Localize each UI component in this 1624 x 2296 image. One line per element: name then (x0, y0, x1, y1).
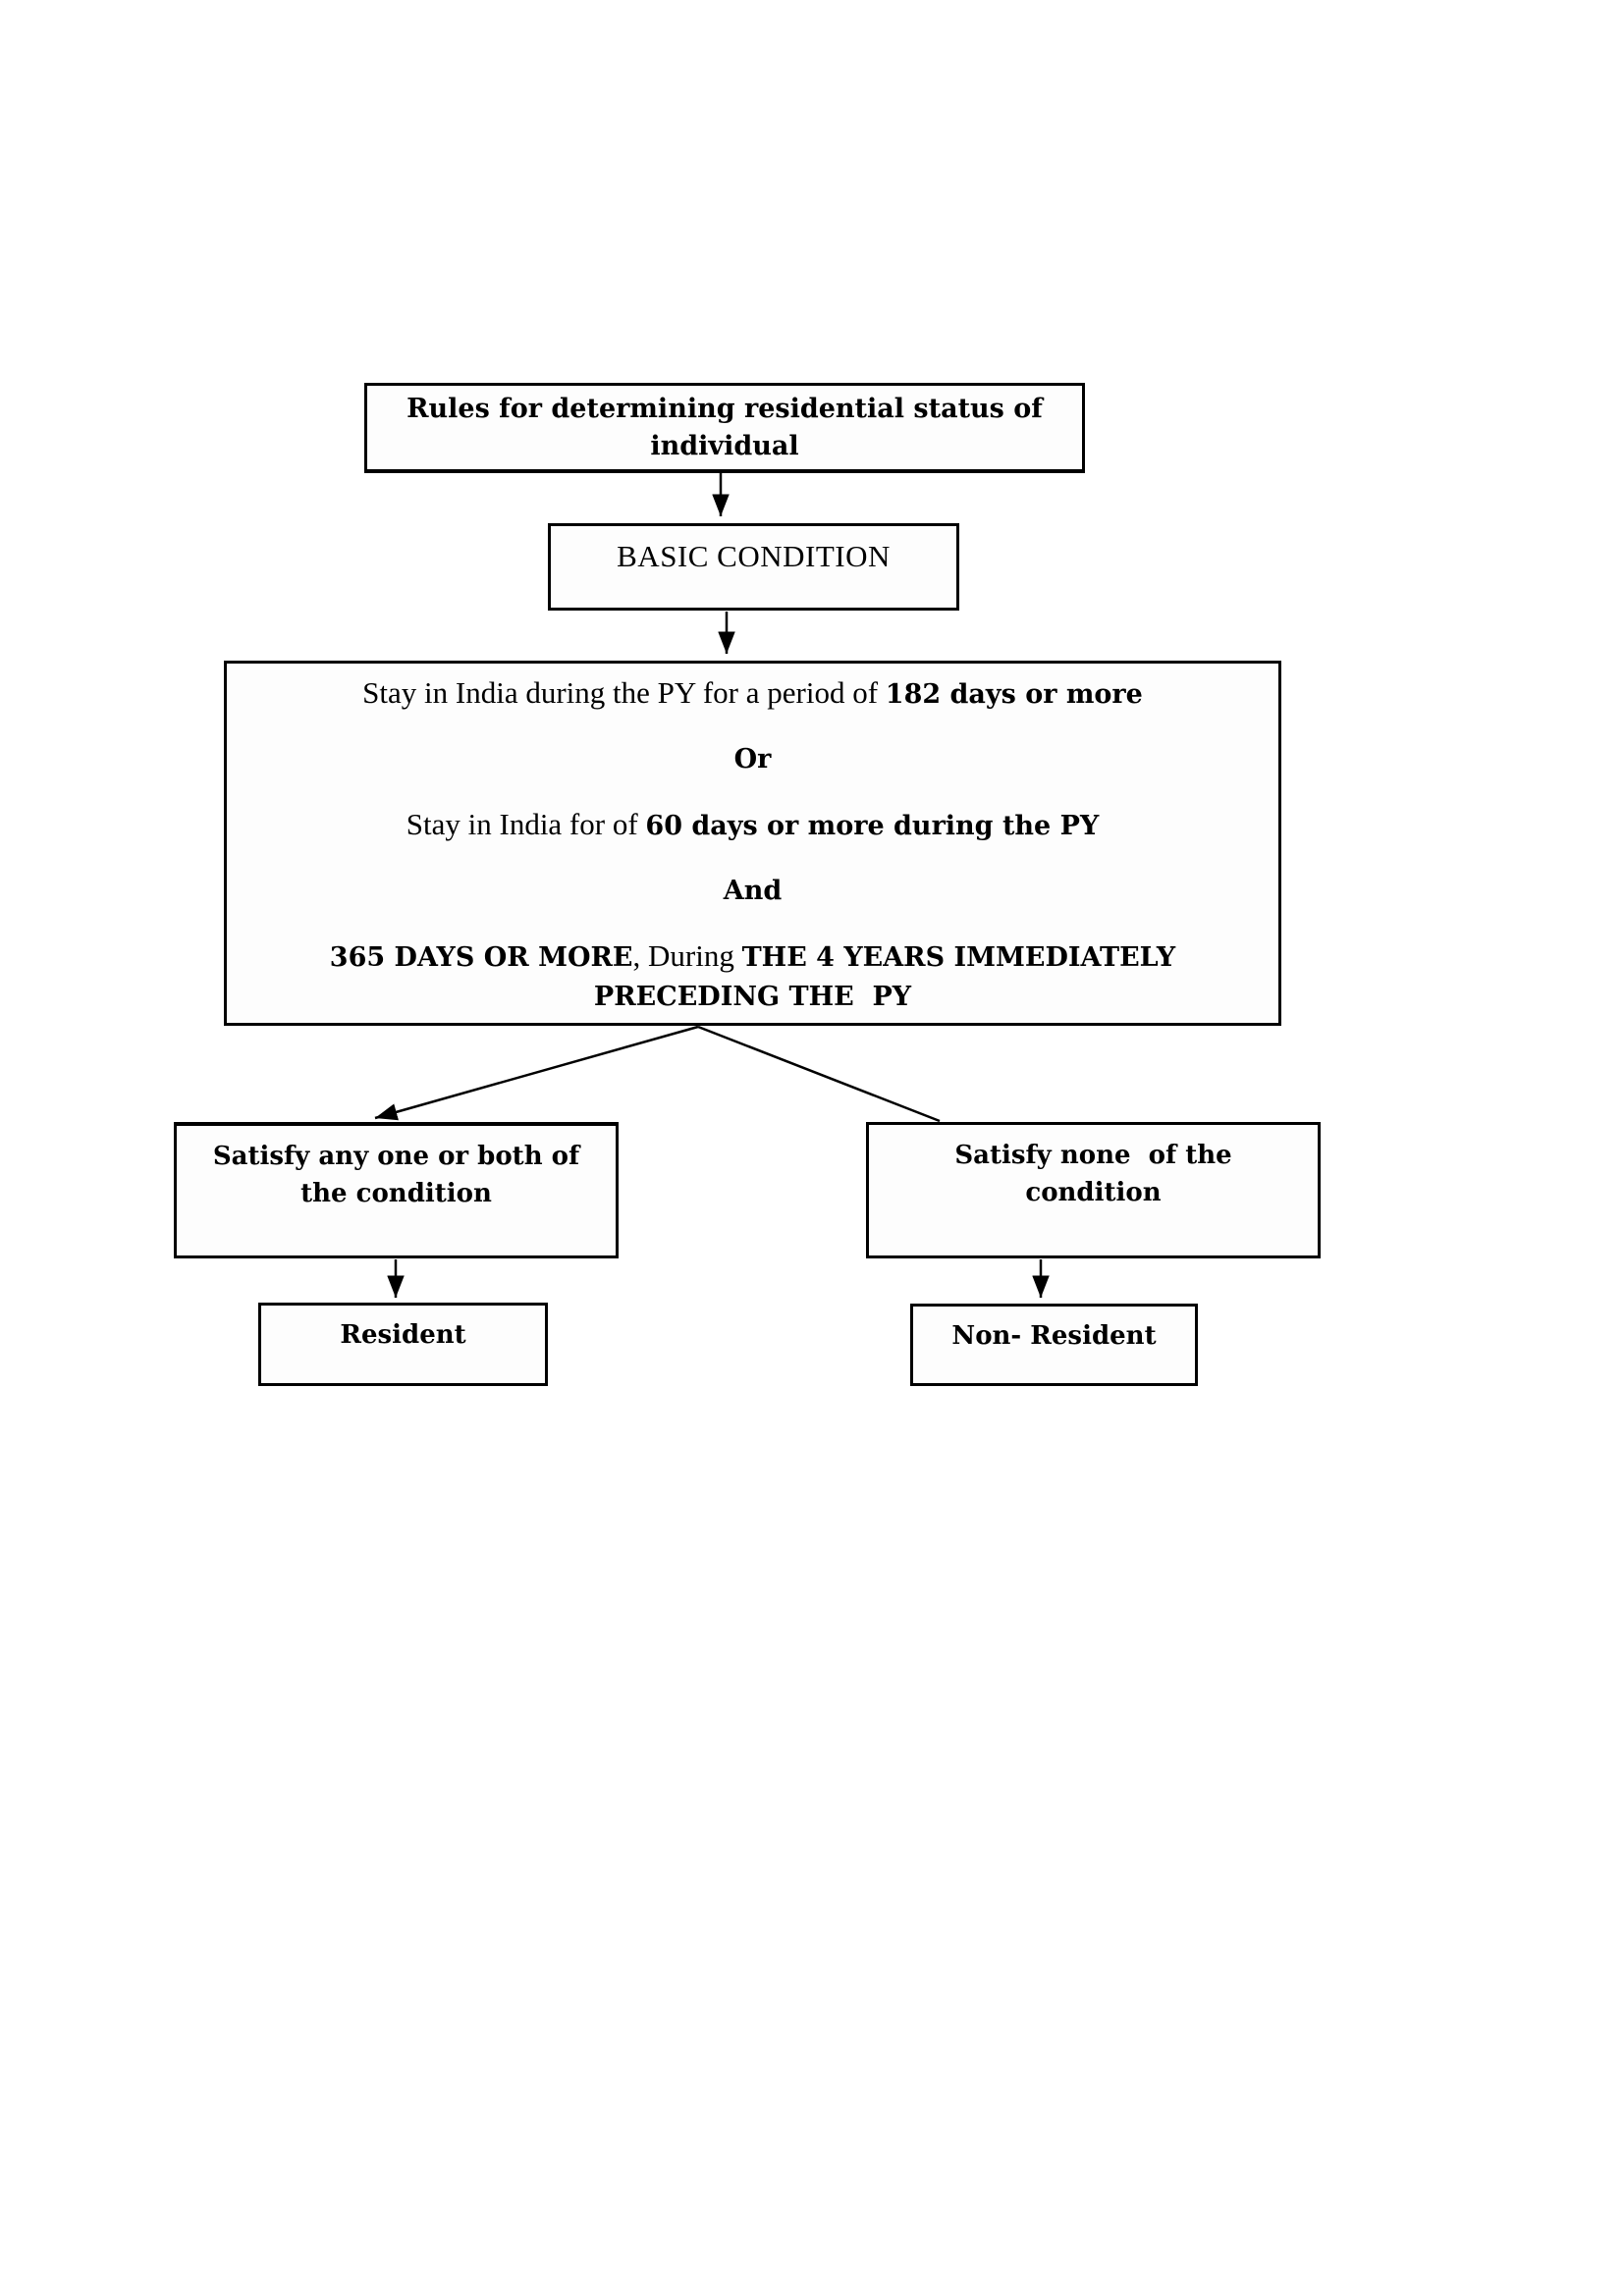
condition-2-regular-text: Stay in India for of (406, 807, 646, 841)
non-resident-box: Non- Resident (910, 1304, 1198, 1386)
condition-1-bold-text: 182 days or more (885, 679, 1143, 710)
condition-3-bold-text-1: 365 DAYS OR MORE (329, 942, 633, 973)
condition-2: Stay in India for of 60 days or more dur… (227, 805, 1278, 846)
arrow-conditions-to-left-branch (374, 1025, 699, 1121)
branch-right-line-2: condition (1025, 1178, 1162, 1207)
title-line-1: Rules for determining residential status… (406, 394, 1043, 424)
branch-right-line-1: Satisfy none of the (954, 1141, 1232, 1170)
branch-right-box: Satisfy none of the condition (866, 1122, 1321, 1258)
condition-1: Stay in India during the PY for a period… (227, 673, 1278, 715)
resident-box: Resident (258, 1303, 548, 1386)
condition-2-bold-text: 60 days or more during the PY (645, 811, 1100, 841)
basic-condition-box: BASIC CONDITION (548, 523, 959, 611)
conditions-box: Stay in India during the PY for a period… (224, 661, 1281, 1026)
title-line-2: individual (650, 431, 799, 461)
branch-left-line-1: Satisfy any one or both of (212, 1142, 580, 1171)
branch-left-line-2: the condition (300, 1179, 492, 1208)
or-connector-text: Or (733, 744, 772, 774)
non-resident-label: Non- Resident (951, 1321, 1157, 1351)
condition-3-wrap-line: PRECEDING THE PY (593, 982, 912, 1012)
condition-3-regular-text: , During (632, 938, 742, 973)
basic-condition-label: BASIC CONDITION (617, 539, 891, 573)
condition-3: 365 DAYS OR MORE, During THE 4 YEARS IMM… (227, 936, 1278, 978)
condition-3-bold-text-2: THE 4 YEARS IMMEDIATELY (741, 942, 1176, 973)
resident-label: Resident (340, 1320, 466, 1350)
line-conditions-to-right-branch (697, 1025, 941, 1123)
and-connector-text: And (723, 876, 783, 906)
condition-1-regular-text: Stay in India during the PY for a period… (362, 675, 886, 710)
title-box: Rules for determining residential status… (364, 383, 1085, 473)
branch-left-box: Satisfy any one or both of the condition (174, 1122, 619, 1258)
